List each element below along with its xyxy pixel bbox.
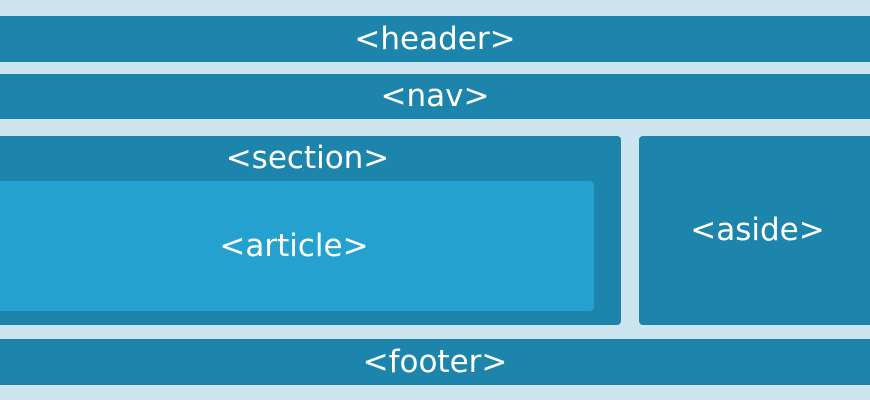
footer-block: <footer> (0, 339, 870, 385)
footer-label: <footer> (362, 343, 508, 380)
aside-block: <aside> (639, 136, 870, 325)
article-label: <article> (219, 227, 369, 264)
section-label: <section> (225, 140, 390, 176)
nav-block: <nav> (0, 74, 870, 119)
aside-label: <aside> (690, 212, 825, 248)
header-block: <header> (0, 16, 870, 62)
header-label: <header> (354, 20, 516, 57)
article-block: <article> (0, 181, 594, 311)
nav-label: <nav> (380, 78, 490, 114)
